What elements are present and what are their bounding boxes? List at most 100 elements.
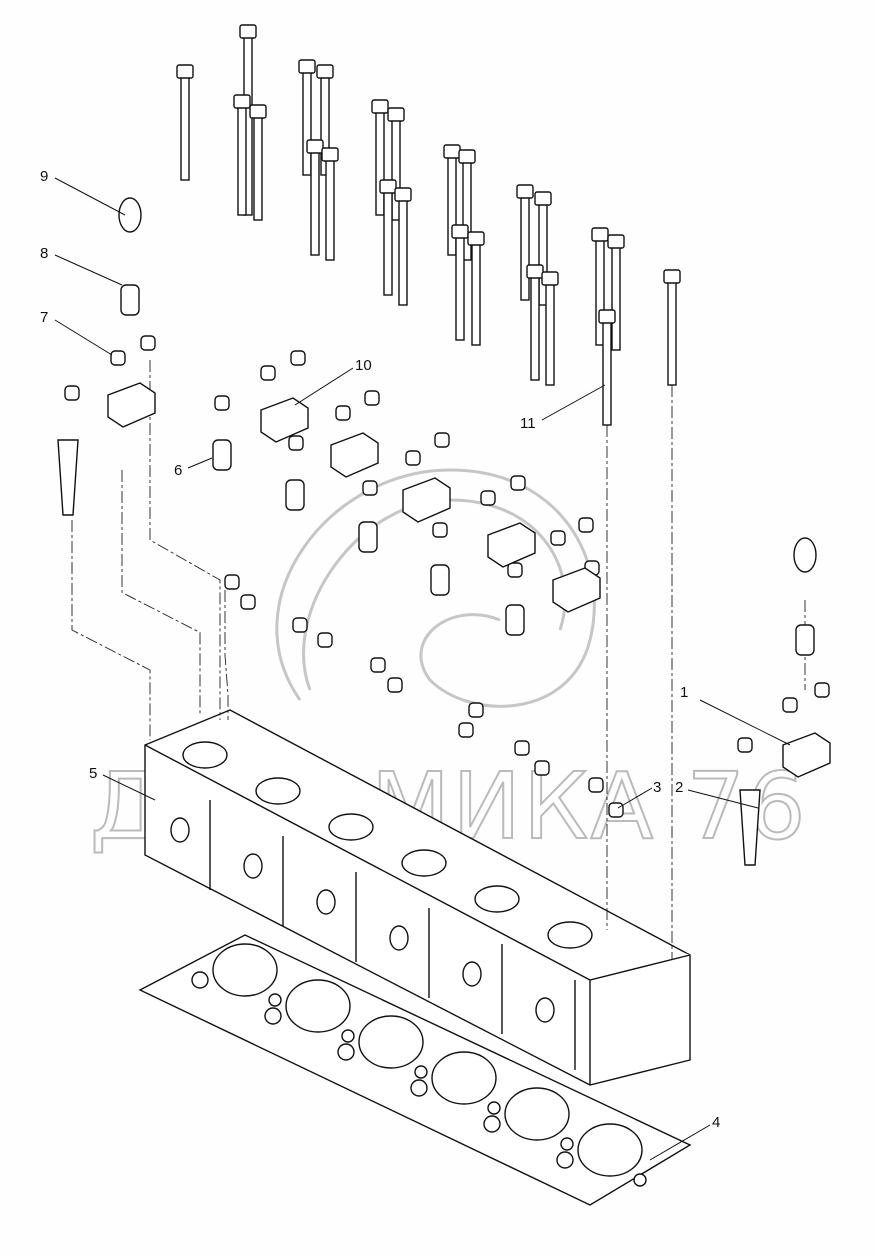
- gasket-hole: [483, 1115, 501, 1133]
- nut: [260, 365, 276, 381]
- valve-seat: [182, 741, 228, 769]
- head-bolt: [325, 157, 335, 261]
- head-bolt: [667, 279, 677, 386]
- gasket-hole: [560, 1137, 574, 1151]
- nut: [370, 657, 386, 673]
- bolt-head: [306, 139, 324, 154]
- injector-clamp: [739, 789, 761, 866]
- head-bolt: [253, 114, 263, 221]
- nut: [737, 737, 753, 753]
- spacer-sleeve: [358, 521, 378, 553]
- callout-8: 8: [40, 245, 48, 262]
- spacer-sleeve: [795, 624, 815, 656]
- nut: [224, 574, 240, 590]
- nut: [510, 475, 526, 491]
- bolt-head: [451, 224, 469, 239]
- callout-2: 2: [675, 779, 683, 796]
- head-bolt: [310, 149, 320, 256]
- callout-1: 1: [680, 684, 688, 701]
- callout-6: 6: [174, 462, 182, 479]
- rocker-bracket: [552, 567, 601, 613]
- nut: [507, 562, 523, 578]
- nut: [364, 390, 380, 406]
- nut: [578, 517, 594, 533]
- bolt-head: [541, 271, 559, 286]
- nut: [534, 760, 550, 776]
- cylinder-bore: [577, 1123, 643, 1177]
- spacer-sleeve: [212, 439, 232, 471]
- rocker-bracket: [402, 477, 451, 523]
- nut: [335, 405, 351, 421]
- alignment-line: [224, 590, 229, 720]
- cylinder-bore: [285, 979, 351, 1033]
- head-bolt: [520, 194, 530, 301]
- gasket-hole: [268, 993, 282, 1007]
- cylinder-bore: [212, 943, 278, 997]
- bolt-head: [233, 94, 251, 109]
- head-bolt: [237, 104, 247, 216]
- callout-3: 3: [653, 779, 661, 796]
- head-bolt: [471, 241, 481, 346]
- callout-11: 11: [520, 415, 536, 432]
- gasket-hole: [414, 1065, 428, 1079]
- cylinder-bore: [358, 1015, 424, 1069]
- lifting-eye: [118, 197, 142, 233]
- nut: [362, 480, 378, 496]
- bolt-head: [176, 64, 194, 79]
- nut: [292, 617, 308, 633]
- injector-clamp: [57, 439, 79, 516]
- gasket-hole: [633, 1173, 647, 1187]
- bolt-head: [249, 104, 267, 119]
- head-port: [316, 889, 336, 915]
- bolt-head: [598, 309, 616, 324]
- rocker-bracket: [782, 732, 831, 778]
- nut: [317, 632, 333, 648]
- gasket-hole: [191, 971, 209, 989]
- bolt-head: [239, 24, 257, 39]
- nut: [405, 450, 421, 466]
- callout-10: 10: [355, 357, 372, 374]
- head-port: [462, 961, 482, 987]
- nut: [588, 777, 604, 793]
- head-port: [535, 997, 555, 1023]
- spacer-sleeve: [505, 604, 525, 636]
- head-bolt: [375, 109, 385, 216]
- nut: [608, 802, 624, 818]
- head-bolt: [602, 319, 612, 426]
- gasket-hole: [556, 1151, 574, 1169]
- bolt-head: [443, 144, 461, 159]
- bolt-head: [379, 179, 397, 194]
- alignment-line: [149, 360, 221, 720]
- bolt-head: [534, 191, 552, 206]
- nut: [814, 682, 830, 698]
- head-bolt: [455, 234, 465, 341]
- alignment-line: [121, 470, 201, 715]
- nut: [140, 335, 156, 351]
- cylinder-bore: [504, 1087, 570, 1141]
- spacer-sleeve: [285, 479, 305, 511]
- spacer-sleeve: [430, 564, 450, 596]
- bolt-head: [607, 234, 625, 249]
- callout-9: 9: [40, 168, 48, 185]
- bolt-head: [394, 187, 412, 202]
- head-bolt: [302, 69, 312, 176]
- bolt-head: [316, 64, 334, 79]
- head-bolt: [383, 189, 393, 296]
- valve-seat: [547, 921, 593, 949]
- head-port: [243, 853, 263, 879]
- nut: [782, 697, 798, 713]
- nut: [432, 522, 448, 538]
- gasket-hole: [264, 1007, 282, 1025]
- nut: [288, 435, 304, 451]
- nut: [64, 385, 80, 401]
- nut: [214, 395, 230, 411]
- bolt-head: [371, 99, 389, 114]
- nut: [550, 530, 566, 546]
- nut: [468, 702, 484, 718]
- bolt-head: [321, 147, 339, 162]
- head-bolt: [398, 197, 408, 306]
- rocker-bracket: [330, 432, 379, 478]
- alignment-line: [71, 520, 151, 740]
- gasket-hole: [337, 1043, 355, 1061]
